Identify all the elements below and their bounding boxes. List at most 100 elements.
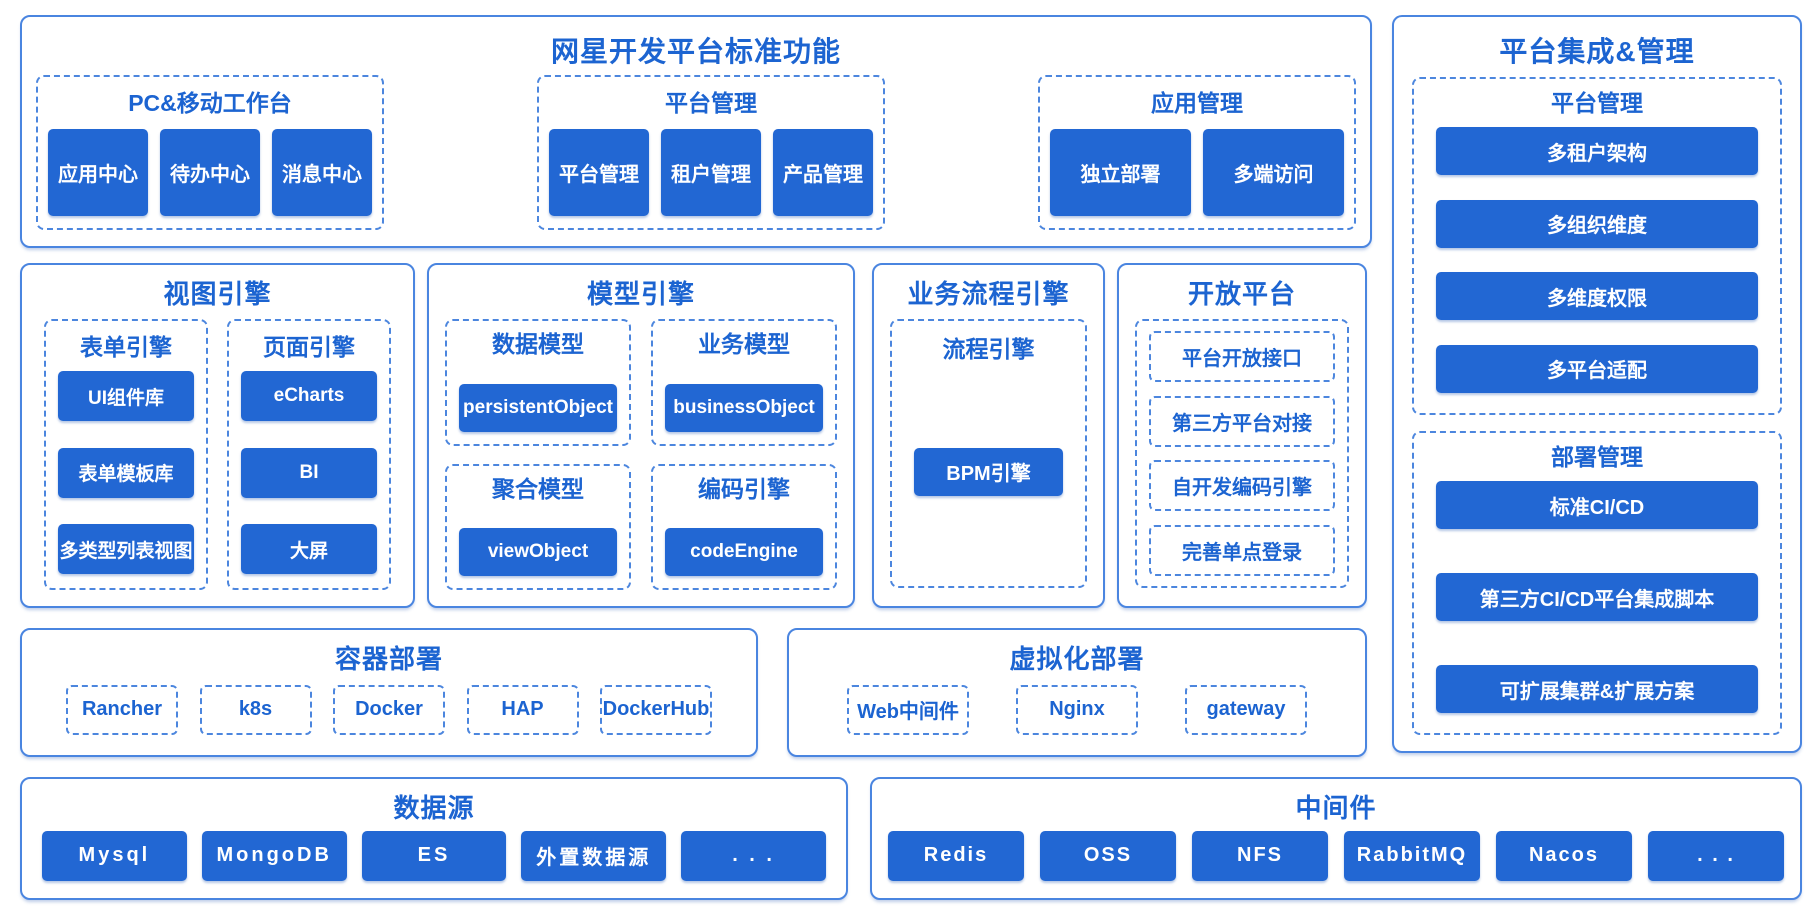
datasource-button: MongoDB (201, 830, 347, 881)
group-title: 流程引擎 (942, 336, 1035, 362)
open-platform-panel: 开放平台 平台开放接口第三方平台对接自开发编码引擎完善单点登录 (1117, 263, 1367, 608)
feature-button: 待办中心 (160, 129, 260, 216)
button-list: 多租户架构多组织维度多维度权限多平台适配 (1436, 125, 1758, 399)
button-list: UI组件库表单模板库多类型列表视图 (58, 369, 194, 574)
feature-button: BI (241, 447, 377, 498)
object-button: codeEngine (665, 528, 823, 576)
button-list: businessObject (665, 383, 823, 432)
bpm-engine-button: BPM引擎 (914, 447, 1063, 496)
standard-groups-row: PC&移动工作台 应用中心待办中心消息中心 平台管理 平台管理租户管理产品管理 … (22, 69, 1370, 246)
datasource-button: Mysql (42, 830, 187, 881)
capability-button: 标准CI/CD (1436, 481, 1758, 529)
button-list: 应用中心待办中心消息中心 (48, 129, 372, 216)
panel-title: 中间件 (1295, 793, 1377, 823)
feature-button: 多端访问 (1203, 129, 1344, 216)
group-title: 平台管理 (665, 90, 757, 116)
button-list: viewObject (459, 528, 617, 576)
feature-button: 表单模板库 (58, 447, 194, 498)
group-data-model: 数据模型 persistentObject (445, 319, 631, 446)
object-button: persistentObject (459, 383, 617, 432)
middleware-button: RabbitMQ (1344, 830, 1480, 881)
deploy-chip: HAP (466, 684, 579, 735)
deploy-chip: DockerHub (600, 684, 712, 735)
group-title: 业务模型 (698, 331, 790, 357)
group-title: PC&移动工作台 (128, 90, 292, 116)
open-platform-chip: 完善单点登录 (1149, 524, 1335, 576)
group-platform-management: 平台管理 多租户架构多组织维度多维度权限多平台适配 (1412, 77, 1782, 415)
panel-title: 网星开发平台标准功能 (550, 36, 841, 67)
deploy-chip: Web中间件 (847, 684, 969, 735)
middleware-button: NFS (1192, 830, 1328, 881)
open-platform-chip: 自开发编码引擎 (1149, 460, 1335, 512)
feature-button: 平台管理 (549, 129, 649, 216)
group-title: 应用管理 (1151, 90, 1243, 116)
panel-title: 业务流程引擎 (907, 279, 1070, 309)
button-list: Redis OSS NFS RabbitMQ Nacos . . . (872, 825, 1800, 898)
capability-button: 多维度权限 (1436, 272, 1758, 321)
panel-title: 容器部署 (334, 644, 443, 674)
object-button: businessObject (665, 383, 823, 432)
panel-title: 开放平台 (1187, 279, 1296, 309)
datasource-button: ES (361, 830, 507, 881)
middleware-button: OSS (1040, 830, 1176, 881)
button-list: codeEngine (665, 528, 823, 576)
group-title: 表单引擎 (80, 334, 172, 360)
capability-button: 第三方CI/CD平台集成脚本 (1436, 573, 1758, 621)
model-engine-panel: 模型引擎 数据模型 persistentObject 业务模型 business… (427, 263, 855, 608)
open-platform-items: 平台开放接口第三方平台对接自开发编码引擎完善单点登录 (1135, 319, 1349, 588)
group-aggregate-model: 聚合模型 viewObject (445, 463, 631, 590)
group-pc-mobile-workbench: PC&移动工作台 应用中心待办中心消息中心 (36, 75, 384, 230)
feature-button: 消息中心 (272, 129, 372, 216)
object-button: viewObject (459, 528, 617, 576)
group-code-engine: 编码引擎 codeEngine (651, 463, 837, 590)
button-list: 独立部署多端访问 (1050, 129, 1344, 216)
middleware-button: . . . (1648, 830, 1784, 881)
feature-button: 应用中心 (48, 129, 148, 216)
deploy-chip: k8s (199, 684, 312, 735)
group-form-engine: 表单引擎 UI组件库表单模板库多类型列表视图 (44, 319, 208, 590)
group-business-model: 业务模型 businessObject (651, 319, 837, 446)
group-title: 页面引擎 (263, 334, 355, 360)
button-list: 平台管理租户管理产品管理 (549, 129, 873, 216)
datasource-panel: 数据源 Mysql MongoDB ES 外置数据源 . . . (20, 777, 848, 900)
group-app-management: 应用管理 独立部署多端访问 (1038, 75, 1356, 230)
feature-button: eCharts (241, 371, 377, 421)
group-title: 编码引擎 (698, 475, 790, 502)
feature-button: 独立部署 (1050, 129, 1191, 216)
standard-functions-panel: 网星开发平台标准功能 PC&移动工作台 应用中心待办中心消息中心 平台管理 平台… (20, 15, 1372, 248)
group-process-engine: 流程引擎 BPM引擎 (890, 319, 1087, 588)
panel-title: 数据源 (393, 793, 475, 823)
capability-button: 多平台适配 (1436, 344, 1758, 393)
deploy-chip: Nginx (1016, 684, 1138, 735)
middleware-button: Redis (888, 830, 1024, 881)
view-engine-panel: 视图引擎 表单引擎 UI组件库表单模板库多类型列表视图 页面引擎 eCharts… (20, 263, 415, 608)
button-list: persistentObject (459, 383, 617, 432)
virtualization-deployment-panel: 虚拟化部署 Web中间件 Nginx gateway (787, 628, 1367, 757)
panel-title: 虚拟化部署 (1009, 644, 1145, 674)
open-platform-chip: 第三方平台对接 (1149, 395, 1335, 447)
group-title: 平台管理 (1551, 90, 1643, 116)
deploy-chip: Docker (333, 684, 445, 735)
group-platform-management: 平台管理 平台管理租户管理产品管理 (537, 75, 885, 230)
button-list: 标准CI/CD 第三方CI/CD平台集成脚本可扩展集群&扩展方案 (1436, 479, 1758, 719)
group-title: 数据模型 (492, 331, 584, 357)
feature-button: 多类型列表视图 (58, 524, 194, 574)
process-engine-panel: 业务流程引擎 流程引擎 BPM引擎 (872, 263, 1105, 608)
model-engine-groups: 数据模型 persistentObject 业务模型 businessObjec… (429, 311, 853, 606)
feature-button: UI组件库 (58, 371, 194, 421)
group-title: 部署管理 (1551, 444, 1643, 470)
feature-button: 大屏 (241, 524, 377, 574)
open-platform-chip: 平台开放接口 (1149, 331, 1335, 382)
capability-button: 可扩展集群&扩展方案 (1436, 665, 1758, 713)
deploy-chip: gateway (1185, 684, 1307, 735)
middleware-button: Nacos (1496, 830, 1632, 881)
middleware-panel: 中间件 Redis OSS NFS RabbitMQ Nacos . . . (870, 777, 1802, 900)
datasource-button: 外置数据源 (521, 830, 667, 881)
capability-button: 多组织维度 (1436, 199, 1758, 248)
datasource-button: . . . (681, 830, 826, 881)
